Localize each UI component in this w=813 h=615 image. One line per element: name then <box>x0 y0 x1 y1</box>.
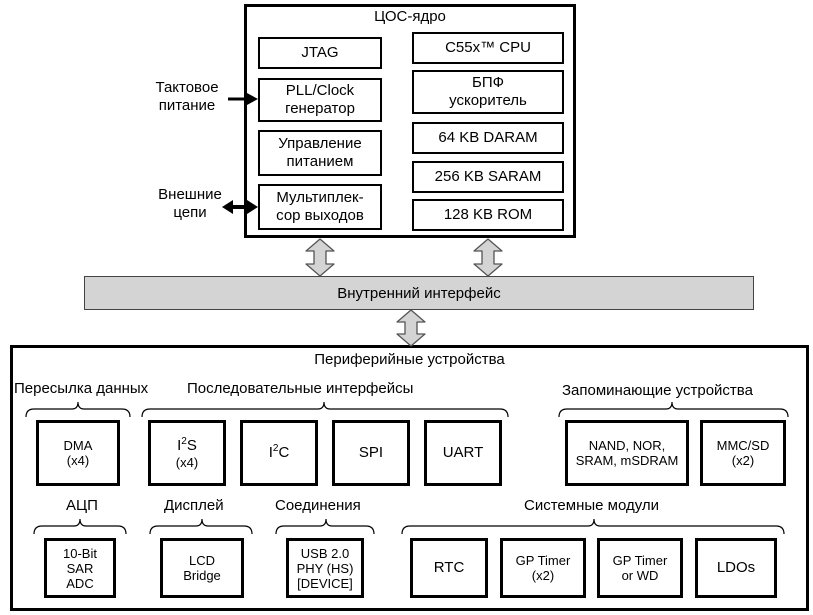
rtc-block: RTC <box>410 538 488 598</box>
saram-block: 256 KB SARAM <box>412 161 564 193</box>
external-circuits-label-1: Внешние <box>158 186 222 203</box>
dma-label-1: DMA <box>63 438 93 453</box>
dsp-core-title: ЦОС-ядро <box>374 8 446 25</box>
gp-timer-wd-label-1: GP Timer <box>612 553 668 568</box>
internal-interface-label: Внутренний интерфейс <box>337 284 501 302</box>
i2s-block: I2S (x4) <box>148 420 226 486</box>
power-label-2: питанием <box>286 153 354 170</box>
gp-timer-wd-label-2: or WD <box>621 568 659 583</box>
dma-block: DMA (x4) <box>36 420 120 486</box>
fft-accelerator-block: БПФ ускоритель <box>412 70 564 114</box>
external-circuits-arrow-icon <box>222 200 258 214</box>
mmc-sd-block: MMC/SD (x2) <box>700 420 786 486</box>
clock-input-label-1: Тактовое <box>155 79 219 96</box>
pll-label-1: PLL/Clock <box>285 82 355 99</box>
clock-input-arrow-icon <box>228 93 258 105</box>
fft-label-2: ускоритель <box>449 92 527 109</box>
uart-label: UART <box>442 444 484 461</box>
core-bus-right-arrow-icon <box>473 238 503 277</box>
group-display: Дисплей <box>164 497 224 514</box>
saram-label: 256 KB SARAM <box>434 168 542 185</box>
gp-timer-label-1: GP Timer <box>515 553 571 568</box>
adc-label-2: SAR <box>66 560 94 576</box>
group-connections: Соединения <box>275 497 361 514</box>
jtag-label: JTAG <box>301 44 339 61</box>
i2c-label: I2C <box>268 443 290 462</box>
external-circuits-label: Внешние цепи <box>150 186 230 222</box>
dsp-core-frame <box>244 4 576 238</box>
group-storage: Запоминающие устройства <box>562 382 753 399</box>
spi-block: SPI <box>332 420 410 486</box>
nand-label-1: NAND, NOR, <box>588 438 666 453</box>
gp-timer-wd-block: GP Timer or WD <box>597 538 683 598</box>
group-data-transfer: Пересылка данных <box>14 380 149 397</box>
i2c-block: I2C <box>240 420 318 486</box>
mmc-label-1: MMC/SD <box>716 438 770 453</box>
group-system: Системные модули <box>524 497 660 514</box>
external-circuits-label-2: цепи <box>173 204 207 221</box>
fft-label-1: БПФ <box>471 74 505 91</box>
usb-block: USB 2.0 PHY (HS) [DEVICE] <box>286 538 364 598</box>
output-mux-block: Мультиплек- сор выходов <box>258 184 382 230</box>
adc-block: 10-Bit SAR ADC <box>44 538 116 598</box>
usb-label-3: [DEVICE] <box>297 575 353 591</box>
peripherals-frame <box>10 345 809 611</box>
ldos-block: LDOs <box>695 538 777 598</box>
uart-block: UART <box>424 420 502 486</box>
nand-nor-sram-block: NAND, NOR, SRAM, mSDRAM <box>565 420 689 486</box>
power-management-block: Управление питанием <box>258 130 382 176</box>
brace-adc-icon <box>33 518 127 535</box>
lcd-label-1: LCD <box>188 553 215 568</box>
lcd-label-2: Bridge <box>183 568 221 583</box>
pll-clock-block: PLL/Clock генератор <box>258 78 382 122</box>
usb-label-1: USB 2.0 <box>300 545 350 561</box>
peripheral-bus-arrow-icon <box>396 309 426 347</box>
brace-storage-icon <box>558 401 789 418</box>
brace-connections-icon <box>275 518 375 535</box>
jtag-block: JTAG <box>258 37 382 69</box>
rom-block: 128 KB ROM <box>412 199 564 231</box>
pll-label-2: генератор <box>285 100 355 117</box>
clock-input-label: Тактовое питание <box>152 79 222 115</box>
dma-label-2: (x4) <box>66 453 90 468</box>
brace-data-transfer-icon <box>25 401 131 418</box>
group-adc: АЦП <box>66 497 98 514</box>
lcd-bridge-block: LCD Bridge <box>160 538 244 598</box>
rom-label: 128 KB ROM <box>443 206 533 223</box>
i2s-label: I2S <box>177 435 197 454</box>
cpu-label: C55x™ CPU <box>445 39 531 56</box>
brace-system-icon <box>401 518 785 535</box>
daram-block: 64 KB DARAM <box>412 122 564 154</box>
adc-label-3: ADC <box>66 575 94 591</box>
i2s-count-label: (x4) <box>175 454 199 470</box>
peripherals-title: Периферийные устройства <box>314 351 505 368</box>
gp-timer-label-2: (x2) <box>531 568 555 583</box>
rtc-label: RTC <box>433 559 465 576</box>
group-serial: Последовательные интерфейсы <box>187 380 414 397</box>
brace-serial-icon <box>141 401 509 418</box>
daram-label: 64 KB DARAM <box>438 129 538 146</box>
core-bus-left-arrow-icon <box>305 238 335 277</box>
clock-input-label-2: питание <box>158 97 216 114</box>
gp-timer-block: GP Timer (x2) <box>500 538 586 598</box>
internal-interface-bar: Внутренний интерфейс <box>84 276 754 310</box>
usb-label-2: PHY (HS) <box>296 560 354 576</box>
brace-display-icon <box>149 518 253 535</box>
spi-label: SPI <box>358 444 384 461</box>
nand-label-2: SRAM, mSDRAM <box>575 453 679 468</box>
mux-label-1: Мультиплек- <box>276 189 364 206</box>
mux-label-2: сор выходов <box>276 207 364 224</box>
power-label-1: Управление <box>278 135 362 152</box>
mmc-label-2: (x2) <box>731 453 755 468</box>
cpu-block: C55x™ CPU <box>412 32 564 64</box>
adc-label-1: 10-Bit <box>63 545 97 561</box>
ldos-label: LDOs <box>716 559 756 576</box>
